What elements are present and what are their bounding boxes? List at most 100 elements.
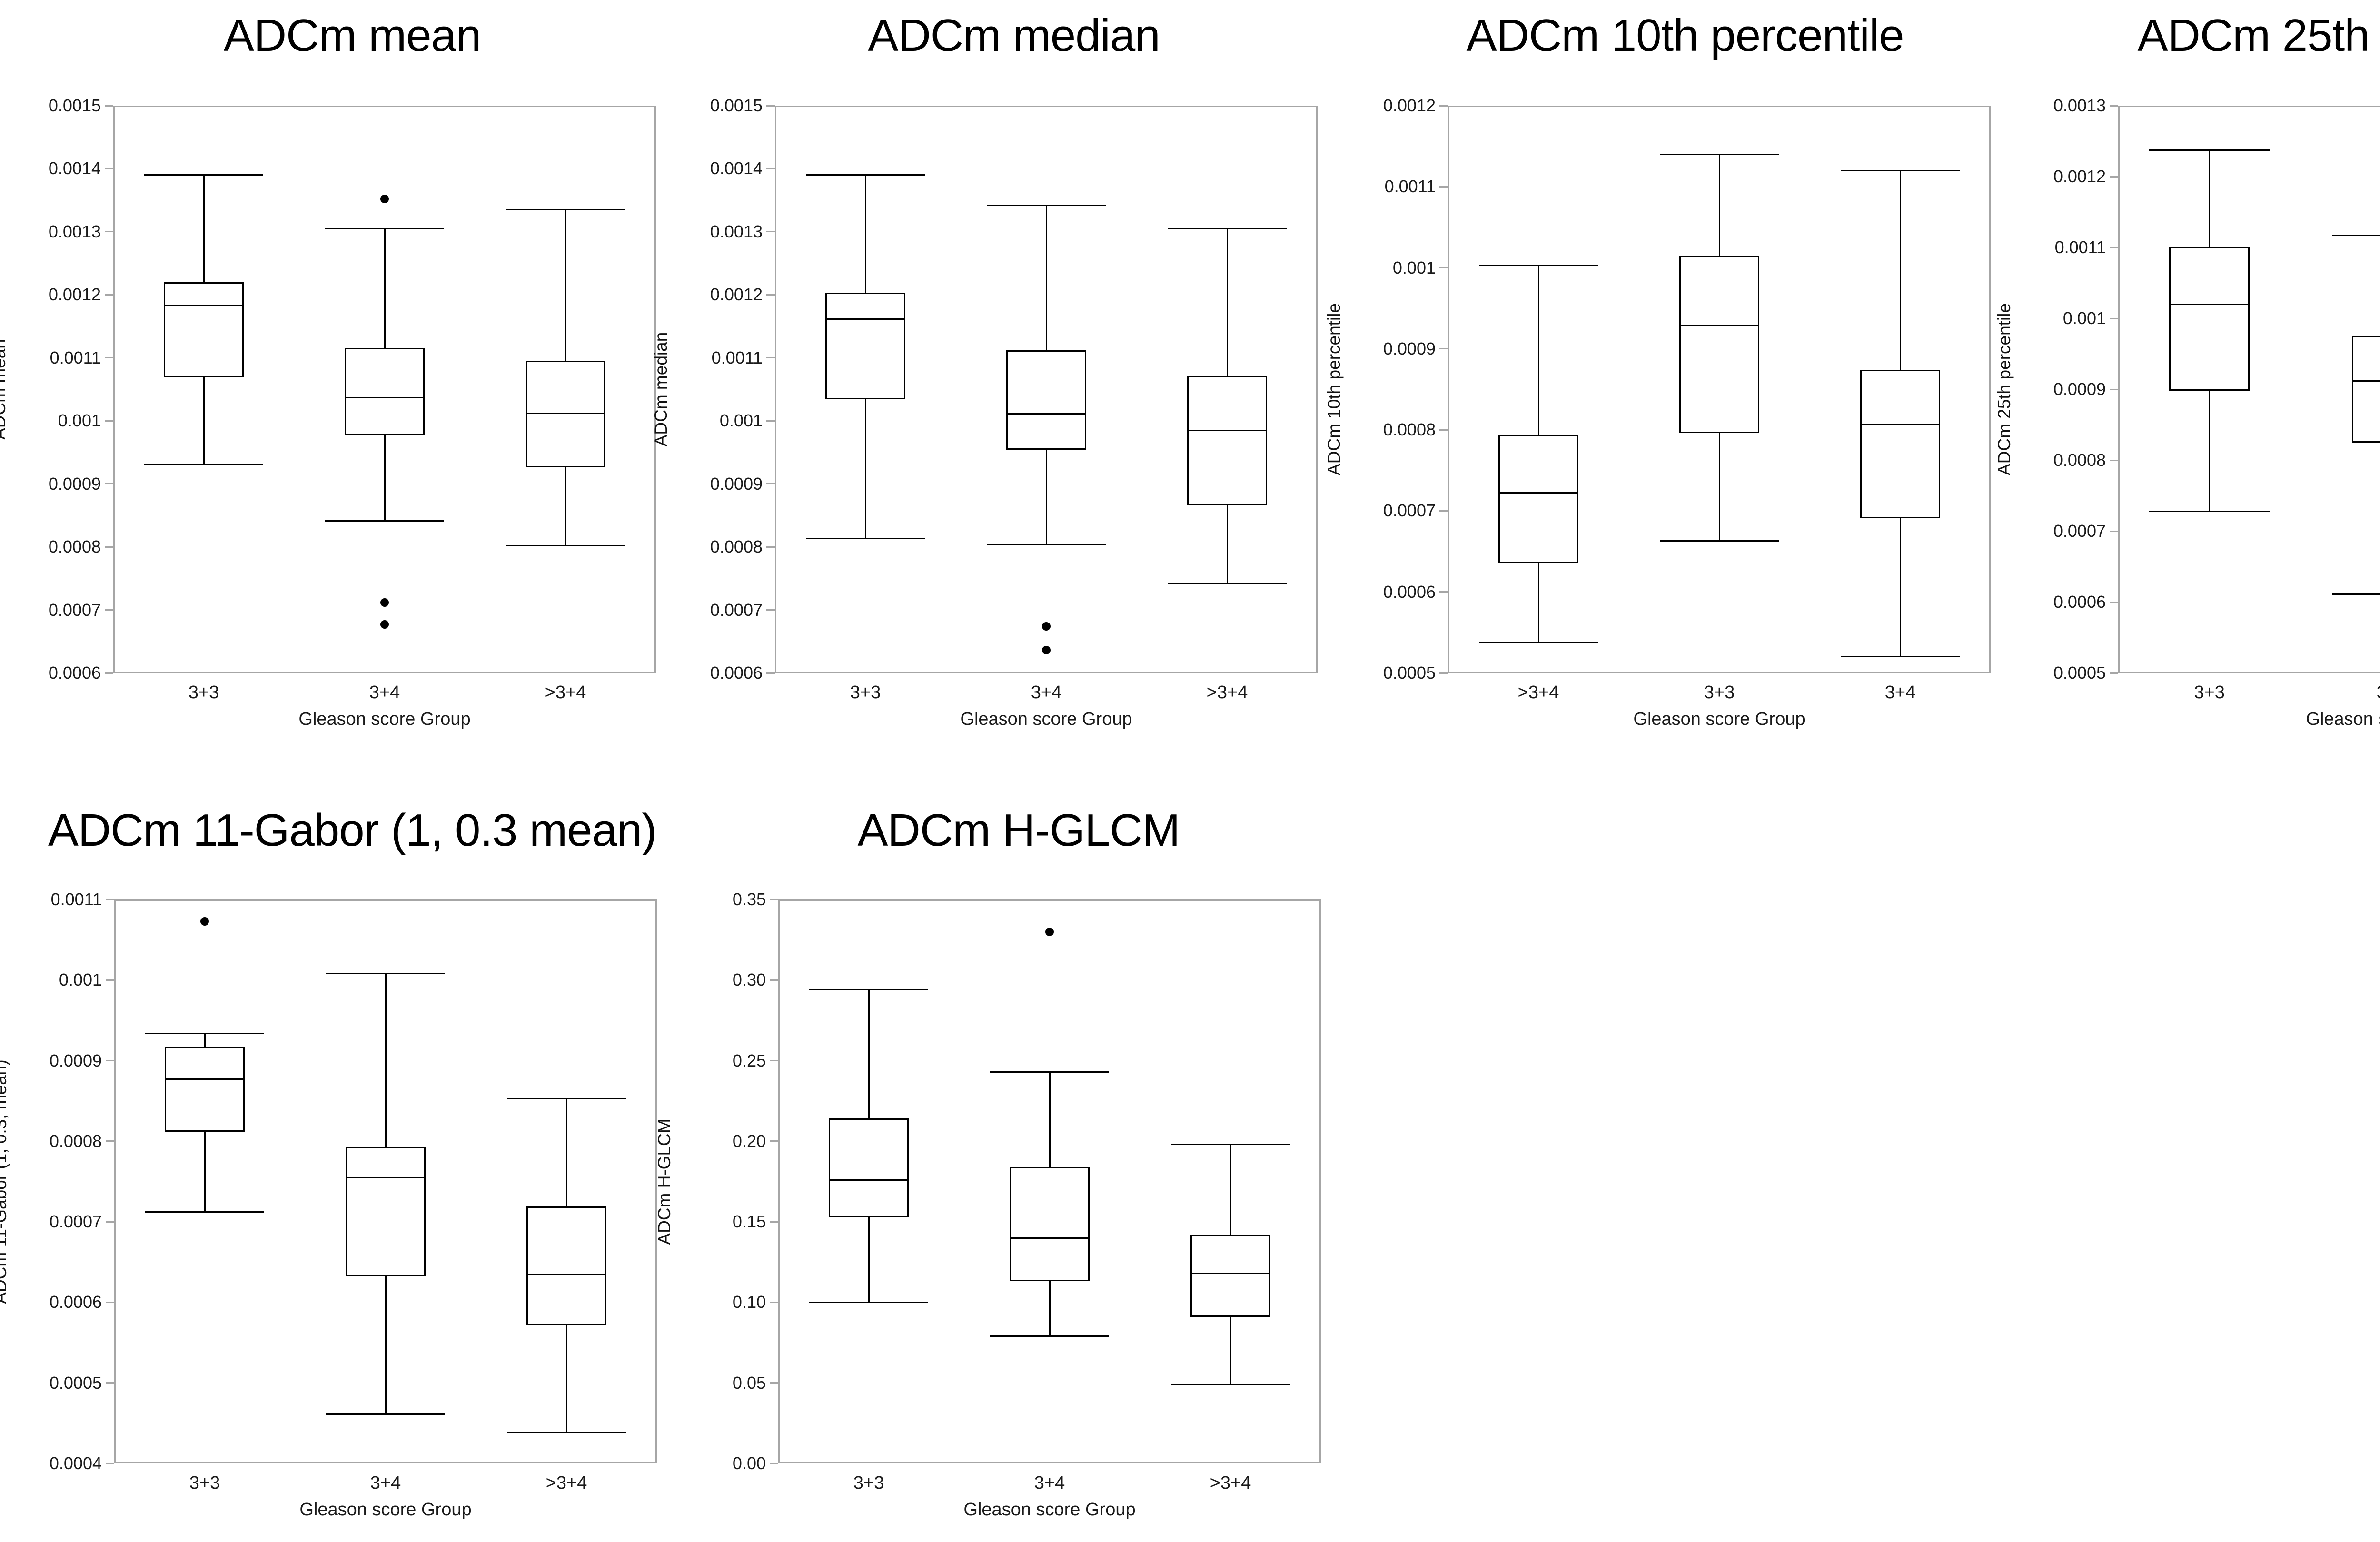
y-axis-tick-label: 0.20	[732, 1131, 766, 1151]
whisker-upper	[1718, 154, 1720, 256]
y-axis-tick-label: 0.0014	[710, 158, 763, 178]
median-line	[526, 1274, 606, 1276]
box->3+4	[526, 1206, 606, 1325]
x-axis-tick-label: >3+4	[545, 1473, 587, 1493]
y-axis-label: ADCm 25th percentile	[1994, 303, 2014, 475]
whisker-upper	[384, 228, 386, 348]
outlier-point	[200, 917, 209, 926]
whisker-cap-upper	[1840, 169, 1960, 171]
y-axis-tick	[105, 357, 113, 359]
y-axis-tick	[1439, 510, 1448, 512]
whisker-lower	[1230, 1316, 1231, 1385]
whisker-upper	[1230, 1144, 1231, 1235]
whisker-upper	[204, 1033, 206, 1047]
median-line	[345, 396, 425, 398]
y-axis-tick-label: 0.0007	[49, 1212, 102, 1232]
x-axis-tick-label: 3+4	[1031, 682, 1062, 702]
whisker-upper	[1537, 265, 1539, 435]
y-axis-tick	[770, 1060, 778, 1062]
y-axis-tick	[2110, 176, 2118, 178]
whisker-cap-upper	[325, 227, 445, 229]
median-line	[1860, 423, 1940, 425]
whisker-cap-upper	[506, 209, 625, 211]
box-3+4	[345, 347, 425, 435]
y-axis-tick	[770, 899, 778, 900]
y-axis-tick-label: 0.0008	[710, 537, 763, 557]
y-axis-tick	[105, 483, 113, 485]
whisker-cap-lower	[805, 538, 925, 540]
y-axis-label: ADCm 10th percentile	[1324, 303, 1344, 475]
y-axis-tick-label: 0.05	[732, 1373, 766, 1393]
x-axis-label: Gleason score Group	[960, 709, 1132, 729]
y-axis-tick	[766, 231, 775, 233]
median-line	[1679, 324, 1759, 326]
y-axis-tick	[1439, 105, 1448, 107]
y-axis-tick	[770, 1221, 778, 1223]
y-axis-tick-label: 0.0008	[49, 1131, 102, 1151]
x-axis-tick-label: 3+3	[850, 682, 881, 702]
whisker-lower	[1537, 563, 1539, 642]
y-axis-tick-label: 0.0007	[1383, 501, 1436, 521]
whisker-lower	[868, 1216, 870, 1303]
whisker-cap-upper	[986, 204, 1106, 206]
y-axis-tick-label: 0.0005	[49, 1373, 102, 1393]
x-axis-tick-label: 3+3	[188, 682, 219, 702]
x-axis-label: Gleason score Group	[1633, 709, 1805, 729]
box-3+3	[164, 282, 244, 377]
y-axis-tick-label: 0.001	[59, 970, 102, 990]
x-axis-tick-label: 3+4	[369, 682, 400, 702]
y-axis-tick	[106, 1301, 114, 1303]
y-axis-tick-label: 0.15	[732, 1212, 766, 1232]
box->3+4	[526, 361, 605, 468]
y-axis-tick	[105, 546, 113, 548]
x-axis-tick-label: >3+4	[1210, 1473, 1251, 1493]
y-axis-tick-label: 0.0004	[49, 1453, 102, 1473]
y-axis-tick	[766, 105, 775, 107]
y-axis-tick-label: 0.25	[732, 1050, 766, 1070]
x-axis-tick-label: 3+3	[853, 1473, 884, 1493]
y-axis-tick-label: 0.001	[719, 411, 763, 431]
x-axis-label: Gleason score Group	[2306, 709, 2380, 729]
whisker-lower	[1899, 518, 1901, 657]
y-axis-tick	[1439, 591, 1448, 593]
outlier-point	[1045, 927, 1054, 936]
whisker-upper	[1045, 205, 1047, 350]
panel-adcm-10th-percentile: ADCm 10th percentile	[1361, 10, 2009, 704]
y-axis-tick	[1439, 267, 1448, 269]
y-axis-tick	[770, 1301, 778, 1303]
y-axis-tick	[770, 1140, 778, 1142]
y-axis-tick	[2110, 388, 2118, 390]
y-axis-tick-label: 0.10	[732, 1292, 766, 1312]
y-axis-tick-label: 0.0007	[710, 600, 763, 620]
outlier-point	[380, 620, 389, 629]
whisker-upper	[565, 209, 566, 361]
y-axis-tick-label: 0.0006	[1383, 582, 1436, 602]
y-axis-tick-label: 0.0013	[48, 221, 101, 241]
whisker-cap-upper	[144, 174, 264, 176]
whisker-lower	[385, 1276, 387, 1414]
panel-adcm-h-glcm: ADCm H-GLCM	[690, 804, 1347, 1499]
whisker-cap-upper	[506, 1097, 626, 1099]
whisker-lower	[565, 1325, 567, 1433]
y-axis-tick-label: 0.0015	[710, 96, 763, 115]
y-axis-tick	[106, 1382, 114, 1384]
whisker-upper	[1049, 1072, 1051, 1167]
x-axis-label: Gleason score Group	[298, 709, 471, 729]
panel-adcm-mean: ADCm mean	[29, 10, 676, 704]
whisker-cap-lower	[506, 544, 625, 546]
whisker-cap-upper	[2149, 149, 2270, 151]
y-axis-tick-label: 0.0008	[2053, 450, 2106, 470]
y-axis-tick-label: 0.001	[2063, 308, 2106, 328]
y-axis-tick-label: 0.0008	[48, 537, 101, 557]
whisker-upper	[868, 989, 870, 1119]
whisker-cap-lower	[1170, 1384, 1290, 1385]
y-axis-label: ADCm median	[651, 332, 671, 447]
whisker-cap-lower	[145, 1211, 265, 1213]
whisker-upper	[864, 175, 866, 293]
median-line	[2351, 380, 2380, 382]
y-axis-tick-label: 0.0006	[2053, 592, 2106, 612]
y-axis-tick-label: 0.0012	[1383, 96, 1436, 115]
